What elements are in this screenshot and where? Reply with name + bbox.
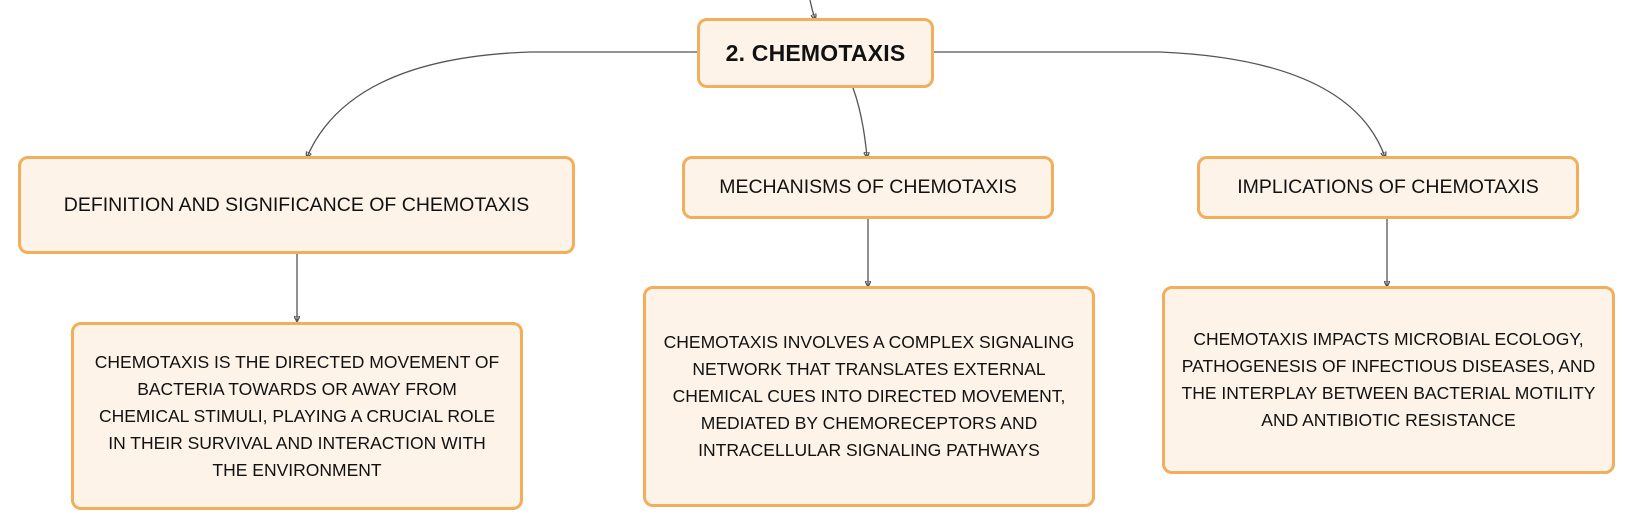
connector-root-to-definition bbox=[307, 51, 700, 157]
branch-node-mechanisms-label: MECHANISMS OF CHEMOTAXIS bbox=[719, 176, 1017, 198]
root-node[interactable]: 2. CHEMOTAXIS bbox=[697, 18, 934, 88]
detail-node-definition-text: CHEMOTAXIS IS THE DIRECTED MOVEMENT OF B… bbox=[94, 351, 500, 480]
detail-node-mechanisms[interactable]: CHEMOTAXIS INVOLVES A COMPLEX SIGNALING … bbox=[643, 286, 1095, 507]
branch-node-mechanisms[interactable]: MECHANISMS OF CHEMOTAXIS bbox=[682, 156, 1054, 219]
connector-parent-to-root bbox=[809, 0, 815, 19]
detail-node-definition[interactable]: CHEMOTAXIS IS THE DIRECTED MOVEMENT OF B… bbox=[71, 322, 523, 510]
branch-node-definition-label: DEFINITION AND SIGNIFICANCE OF CHEMOTAXI… bbox=[63, 193, 530, 216]
detail-node-implications-text: CHEMOTAXIS IMPACTS MICROBIAL ECOLOGY, PA… bbox=[1181, 329, 1596, 430]
root-node-label: 2. CHEMOTAXIS bbox=[725, 39, 906, 66]
detail-node-mechanisms-text: CHEMOTAXIS INVOLVES A COMPLEX SIGNALING … bbox=[663, 332, 1075, 460]
connector-root-to-implications bbox=[934, 51, 1385, 157]
detail-node-implications[interactable]: CHEMOTAXIS IMPACTS MICROBIAL ECOLOGY, PA… bbox=[1162, 286, 1615, 474]
branch-node-definition[interactable]: DEFINITION AND SIGNIFICANCE OF CHEMOTAXI… bbox=[18, 156, 575, 254]
connector-root-to-mechanisms bbox=[852, 87, 867, 157]
branch-node-implications[interactable]: IMPLICATIONS OF CHEMOTAXIS bbox=[1197, 156, 1579, 219]
branch-node-implications-label: IMPLICATIONS OF CHEMOTAXIS bbox=[1237, 176, 1539, 198]
